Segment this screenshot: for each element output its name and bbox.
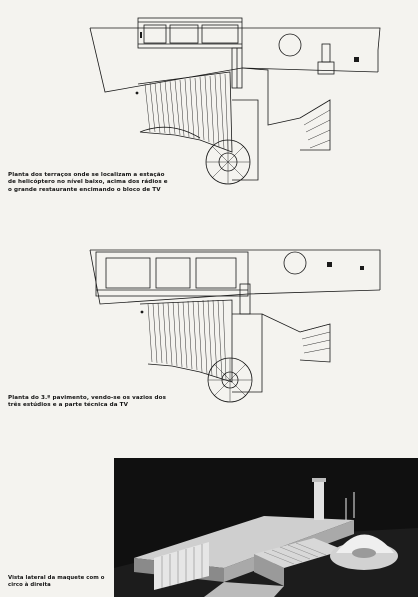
third-floor-caption: Planta do 3.º pavimento, vendo-se os vaz… [8,395,166,409]
third-floor-plan-drawing [89,249,381,403]
terrace-plan-caption: Planta dos terraços onde se localizam a … [8,172,168,193]
third-floor-plan [0,232,418,417]
model-photo-image [114,458,418,597]
terrace-plan-drawing [89,17,381,185]
model-photograph [114,458,418,597]
terrace-floor-plan [0,0,418,230]
model-photo-caption: Vista lateral da maquete com o circo à d… [8,575,105,588]
